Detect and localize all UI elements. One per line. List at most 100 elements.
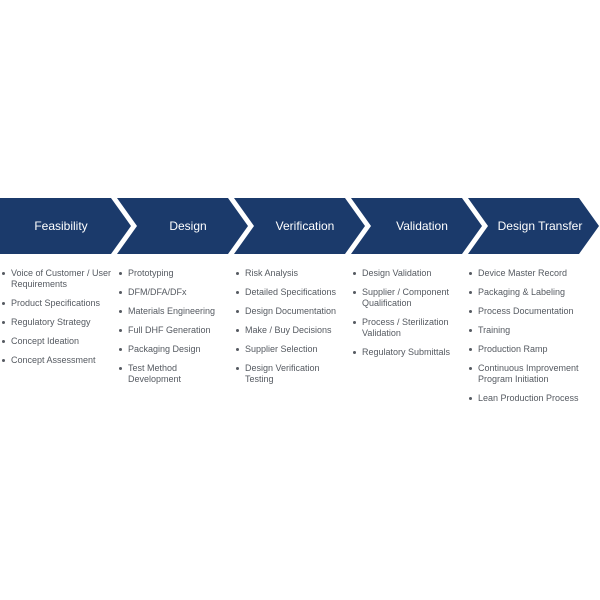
list-item: Risk Analysis [236, 268, 348, 279]
list-item-text: Lean Production Process [478, 393, 579, 403]
list-item-text: Device Master Record [478, 268, 568, 278]
list-item-text: DFM/DFA/DFx [128, 287, 187, 297]
column-design: Prototyping DFM/DFA/DFx Materials Engine… [119, 268, 231, 393]
list-item-text: Packaging & Labeling [478, 287, 566, 297]
list-item-text: Concept Assessment [11, 355, 96, 365]
list-item-text: Concept Ideation [11, 336, 80, 346]
column-verification: Risk Analysis Detailed Specifications De… [236, 268, 348, 393]
list-item-text: Process / Sterilization Validation [362, 317, 449, 338]
list-item-text: Prototyping [128, 268, 174, 278]
chevron-label: Design Transfer [498, 219, 583, 233]
list-item: Supplier / Component Qualification [353, 287, 465, 309]
list-item-text: Design Verification Testing [245, 363, 320, 384]
bullet-icon [236, 272, 239, 275]
bullet-icon [119, 291, 122, 294]
list-item-text: Supplier / Component Qualification [362, 287, 450, 308]
bullet-icon [469, 348, 472, 351]
list-item-text: Design Documentation [245, 306, 337, 316]
chevron-validation: Validation [351, 198, 482, 254]
phase-chevron-bar: Feasibility Design Verification Validati… [0, 198, 599, 254]
list-item-text: Voice of Customer / User Requirements [11, 268, 112, 289]
list-item: DFM/DFA/DFx [119, 287, 231, 298]
list-item: Lean Production Process [469, 393, 581, 404]
bullet-icon [2, 272, 5, 275]
bullet-icon [119, 367, 122, 370]
bullet-icon [469, 291, 472, 294]
bullet-icon [353, 291, 356, 294]
list-item: Design Documentation [236, 306, 348, 317]
list-item: Prototyping [119, 268, 231, 279]
list-item-text: Packaging Design [128, 344, 201, 354]
list-item: Continuous Improvement Program Initiatio… [469, 363, 581, 385]
list-item-text: Design Validation [362, 268, 432, 278]
list-item-text: Process Documentation [478, 306, 574, 316]
list-item-text: Production Ramp [478, 344, 548, 354]
list-item: Regulatory Strategy [2, 317, 114, 328]
list-item: Design Validation [353, 268, 465, 279]
list-item: Supplier Selection [236, 344, 348, 355]
bullet-icon [236, 310, 239, 313]
feasibility-list: Voice of Customer / User Requirements Pr… [2, 268, 114, 366]
list-item: Test Method Development [119, 363, 231, 385]
column-validation: Design Validation Supplier / Component Q… [353, 268, 465, 366]
column-design-transfer: Device Master Record Packaging & Labelin… [469, 268, 581, 412]
design-transfer-list: Device Master Record Packaging & Labelin… [469, 268, 581, 404]
chevron-shape [351, 198, 482, 254]
bullet-icon [236, 329, 239, 332]
list-item-text: Regulatory Submittals [362, 347, 451, 357]
bullet-icon [2, 321, 5, 324]
list-item: Detailed Specifications [236, 287, 348, 298]
verification-list: Risk Analysis Detailed Specifications De… [236, 268, 348, 385]
list-item: Product Specifications [2, 298, 114, 309]
chevron-feasibility: Feasibility [0, 198, 131, 254]
list-item: Concept Ideation [2, 336, 114, 347]
bullet-icon [236, 348, 239, 351]
list-item: Voice of Customer / User Requirements [2, 268, 114, 290]
chevron-design: Design [117, 198, 248, 254]
list-item: Make / Buy Decisions [236, 325, 348, 336]
bullet-icon [119, 310, 122, 313]
chevron-design-transfer: Design Transfer [468, 198, 599, 254]
list-item: Process Documentation [469, 306, 581, 317]
list-item: Packaging & Labeling [469, 287, 581, 298]
list-item: Regulatory Submittals [353, 347, 465, 358]
chevron-shape [0, 198, 131, 254]
bullet-icon [2, 302, 5, 305]
chevron-label: Verification [276, 219, 335, 233]
design-list: Prototyping DFM/DFA/DFx Materials Engine… [119, 268, 231, 385]
bullet-icon [353, 351, 356, 354]
bullet-icon [353, 272, 356, 275]
list-item: Materials Engineering [119, 306, 231, 317]
chevron-shape [234, 198, 365, 254]
bullet-icon [469, 272, 472, 275]
bullet-icon [353, 321, 356, 324]
bullet-icon [469, 310, 472, 313]
bullet-icon [2, 359, 5, 362]
bullet-icon [469, 397, 472, 400]
chevron-shape [117, 198, 248, 254]
list-item-text: Full DHF Generation [128, 325, 211, 335]
chevron-label: Feasibility [34, 219, 87, 233]
list-item: Process / Sterilization Validation [353, 317, 465, 339]
list-item: Concept Assessment [2, 355, 114, 366]
bullet-icon [469, 329, 472, 332]
list-item-text: Detailed Specifications [245, 287, 337, 297]
bullet-icon [236, 367, 239, 370]
bullet-icon [236, 291, 239, 294]
bullet-icon [119, 348, 122, 351]
list-item-text: Make / Buy Decisions [245, 325, 332, 335]
chevron-label: Validation [396, 219, 448, 233]
list-item-text: Product Specifications [11, 298, 101, 308]
chevron-verification: Verification [234, 198, 365, 254]
list-item-text: Continuous Improvement Program Initiatio… [478, 363, 579, 384]
bullet-icon [469, 367, 472, 370]
validation-list: Design Validation Supplier / Component Q… [353, 268, 465, 358]
bullet-icon [119, 272, 122, 275]
list-item: Full DHF Generation [119, 325, 231, 336]
list-item-text: Regulatory Strategy [11, 317, 91, 327]
list-item: Device Master Record [469, 268, 581, 279]
list-item: Design Verification Testing [236, 363, 348, 385]
list-item: Production Ramp [469, 344, 581, 355]
list-item-text: Supplier Selection [245, 344, 318, 354]
bullet-icon [119, 329, 122, 332]
